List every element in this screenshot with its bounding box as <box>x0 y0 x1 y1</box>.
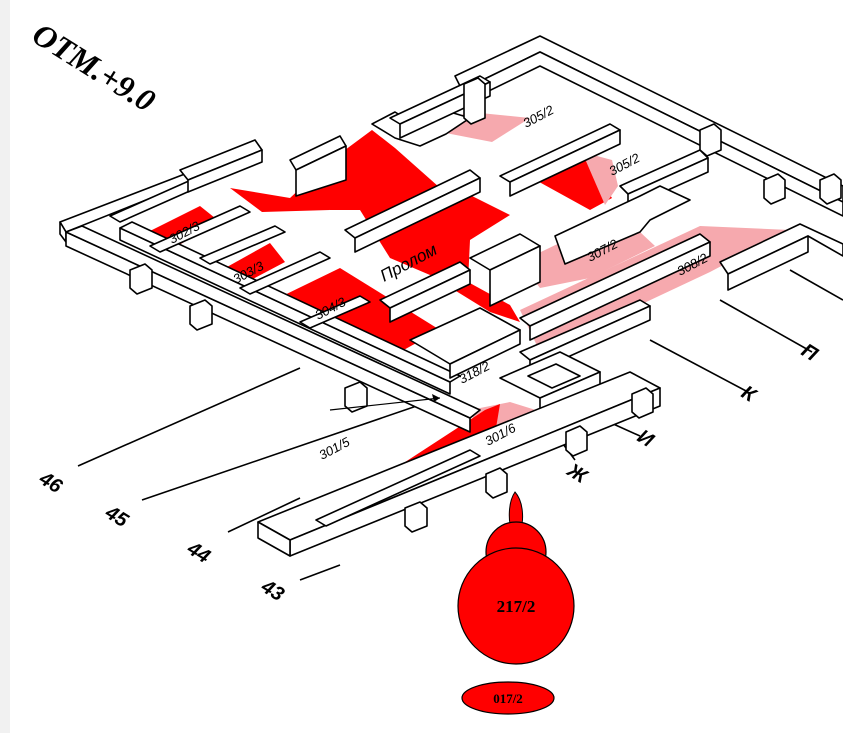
wall-box-inner <box>527 363 581 389</box>
wall-room-304b <box>239 251 331 295</box>
wall-room-305b-face <box>509 129 621 197</box>
arrow-head <box>432 394 440 402</box>
pillar-5 <box>485 467 508 499</box>
damage-area-305-2b <box>532 152 612 210</box>
wall-room-318-face <box>449 329 521 379</box>
pillar-9 <box>819 173 842 205</box>
wall-307-block-face <box>489 245 541 307</box>
axis-line-46 <box>77 367 301 467</box>
damage-area-304-3 <box>270 268 440 352</box>
marker-label-217-2: 217/2 <box>497 597 536 616</box>
marker-217-2 <box>457 491 575 665</box>
axis-line-45 <box>141 397 441 501</box>
axis-line-edge <box>789 269 843 301</box>
wall-inner-1-top <box>119 221 461 383</box>
axis-line-p <box>719 299 813 353</box>
pillar-10 <box>463 77 486 125</box>
wall-room-303 <box>149 205 251 253</box>
wall-307-arch <box>554 185 691 265</box>
axis-line-44 <box>227 497 301 533</box>
marker-label-017-2: 017/2 <box>493 691 523 706</box>
wall-top-left-face <box>187 149 263 193</box>
axis-line-43 <box>299 564 341 581</box>
wall-room-304 <box>199 225 286 265</box>
pillar-7 <box>631 387 654 419</box>
wall-corridor-inner <box>315 449 481 527</box>
marker-217-2-body <box>457 547 575 665</box>
pillar-11 <box>699 123 722 157</box>
wall-front-long-top <box>65 225 481 419</box>
pillar-6 <box>565 425 588 457</box>
wall-corridor-end <box>257 521 291 557</box>
pillar-2 <box>189 299 213 331</box>
axis-line-k <box>649 339 749 393</box>
axis-lines <box>77 269 843 581</box>
building-walls <box>59 35 843 557</box>
wall-upper-center-face <box>295 145 347 197</box>
wall-central-a-face <box>354 177 481 253</box>
pillar-4 <box>404 501 428 533</box>
damage-area-center-top <box>298 130 448 210</box>
pillar-8 <box>763 173 786 205</box>
pillar-1 <box>129 263 153 295</box>
arrow-301-5 <box>329 397 441 411</box>
wall-central-b-face <box>389 269 471 323</box>
marker-017-2 <box>461 681 555 715</box>
wall-room-304c <box>299 295 371 329</box>
damage-area-left-top <box>230 172 330 212</box>
wall-308-face <box>529 241 711 341</box>
wall-right-far-face <box>727 235 809 291</box>
damage-area-307-2-pink <box>520 232 655 288</box>
damage-area-305-2b-pink <box>582 152 618 205</box>
damage-area-308-2-pink <box>520 226 790 352</box>
